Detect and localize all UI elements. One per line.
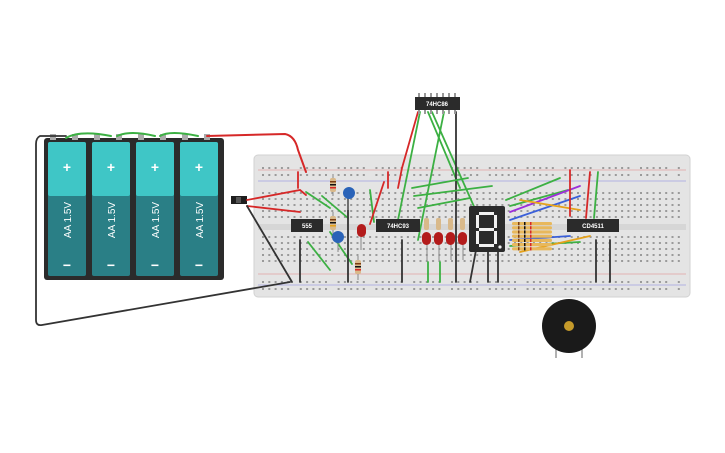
- resistor-r3: [355, 256, 361, 280]
- battery-cell-2: + − AA 1.5V: [92, 134, 130, 276]
- battery-wires: [35, 132, 307, 327]
- chip-cd4511-label: CD4511: [582, 224, 604, 230]
- chip-cd4511: CD4511: [567, 219, 619, 232]
- led-4: [446, 232, 455, 260]
- battery-minus-sign: −: [107, 257, 115, 273]
- battery-cell-1: + − AA 1.5V: [48, 134, 86, 276]
- chip-555-label: 555: [302, 224, 313, 230]
- led-3: [434, 232, 443, 260]
- battery-plus-sign: +: [151, 159, 159, 175]
- battery-minus-sign: −: [195, 257, 203, 273]
- resistor-r1: [330, 174, 336, 196]
- chip-74hc93: 74HC93: [376, 219, 420, 232]
- battery-minus-sign: −: [63, 257, 71, 273]
- chip-74hc86-label: 74HC86: [426, 102, 449, 108]
- battery-plus-sign: +: [63, 159, 71, 175]
- battery-cell-3: + − AA 1.5V: [136, 134, 174, 276]
- battery-voltage-label: AA 1.5V: [107, 202, 118, 238]
- led-2: [422, 232, 431, 260]
- battery-voltage-label: AA 1.5V: [151, 202, 162, 238]
- battery-cell-4: + − AA 1.5V: [180, 134, 218, 276]
- led-resistors: [424, 218, 465, 230]
- slide-switch[interactable]: [231, 196, 247, 204]
- seven-segment-digit: [476, 212, 497, 247]
- battery-minus-sign: −: [151, 257, 159, 273]
- resistor-r2: [330, 212, 336, 236]
- buzzer: [542, 299, 596, 358]
- led-5: [458, 232, 467, 260]
- chip-555: 555: [291, 219, 323, 232]
- battery-voltage-label: AA 1.5V: [195, 202, 206, 238]
- battery-pack: + − AA 1.5V + − AA 1.5V + − AA 1.5V + − AA 1.5V: [44, 134, 224, 280]
- seven-segment-display: [469, 206, 505, 252]
- battery-plus-sign: +: [195, 159, 203, 175]
- battery-plus-sign: +: [107, 159, 115, 175]
- capacitor-c2: [332, 231, 344, 252]
- chip-74hc86: 74HC86: [415, 93, 460, 114]
- chip-74hc93-label: 74HC93: [387, 224, 410, 230]
- battery-voltage-label: AA 1.5V: [63, 202, 74, 238]
- led-row: [357, 224, 467, 260]
- resistor-bank: [512, 222, 552, 251]
- capacitor-c1: [343, 187, 355, 210]
- led-1: [357, 224, 366, 250]
